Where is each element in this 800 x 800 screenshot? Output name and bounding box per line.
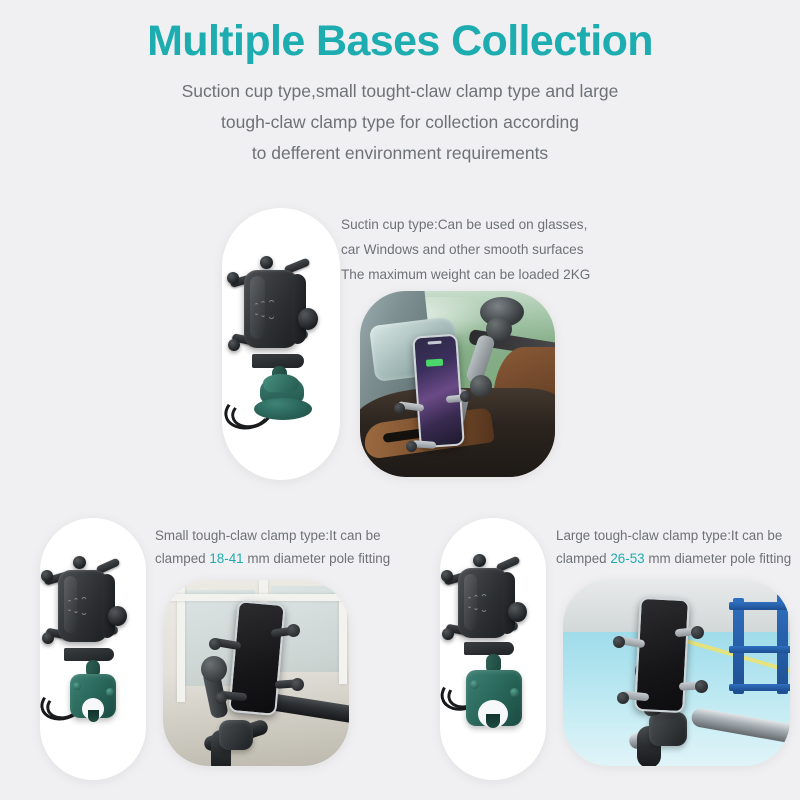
small-clamp-caption-line-2: clamped 18-41 mm diameter pole fitting bbox=[155, 547, 405, 570]
suction-caption-line-3: The maximum weight can be loaded 2KG bbox=[341, 267, 591, 282]
pivot-knob bbox=[108, 606, 127, 626]
mount-foot bbox=[64, 648, 114, 661]
suction-cup-base bbox=[254, 398, 312, 420]
claw-jaw-slot bbox=[88, 710, 99, 722]
large-clamp-caption-post: mm diameter pole fitting bbox=[644, 551, 792, 566]
warehouse-scene bbox=[563, 580, 790, 766]
grip-tip-bottom bbox=[406, 441, 417, 452]
rack-post-right bbox=[777, 594, 788, 694]
grip-tip-lower-left bbox=[215, 692, 227, 704]
pivot-knob bbox=[298, 308, 318, 330]
suction-product-card bbox=[222, 208, 340, 480]
grip-tip-upper-right bbox=[260, 256, 273, 269]
small-clamp-scene-photo bbox=[163, 580, 349, 766]
mount-foot bbox=[464, 642, 514, 655]
claw-bolt-left bbox=[470, 680, 479, 689]
large-clamp-range-value: 26-53 bbox=[610, 551, 645, 566]
grip-tip-left bbox=[394, 403, 405, 414]
grip-tip-lower-left bbox=[442, 628, 454, 640]
phone-notch bbox=[427, 340, 442, 345]
large-clamp-caption-line-1: Large tough-claw clamp type:It can be bbox=[556, 528, 783, 543]
small-clamp-caption: Small tough-claw clamp type:It can be cl… bbox=[155, 524, 405, 570]
grip-tip-right bbox=[460, 391, 471, 402]
small-clamp-caption-pre: clamped bbox=[155, 551, 210, 566]
wireless-charging-icon bbox=[467, 593, 488, 612]
grip-tip-upper-left bbox=[441, 570, 453, 582]
arm-ball-joint bbox=[470, 375, 492, 397]
large-clamp-caption-line-2: clamped 26-53 mm diameter pole fitting bbox=[556, 547, 796, 570]
subtitle-line-3: to defferent environment requirements bbox=[251, 143, 549, 164]
rail-vertical-right bbox=[339, 580, 347, 684]
grip-tip-upper-right bbox=[473, 554, 486, 567]
suction-caption: Suctin cup type:Can be used on glasses, … bbox=[341, 212, 611, 287]
large-clamp-caption: Large tough-claw clamp type:It can be cl… bbox=[556, 524, 796, 570]
grip-tip-upper-right bbox=[73, 556, 86, 569]
rack-beam-top bbox=[729, 602, 790, 610]
bicycle-scene bbox=[163, 580, 349, 766]
grip-tip-upper-right bbox=[691, 626, 704, 639]
claw-bolt-left bbox=[73, 682, 81, 690]
small-clamp-caption-line-1: Small tough-claw clamp type:It can be bbox=[155, 528, 381, 543]
suction-mount-illustration bbox=[222, 208, 340, 480]
mounted-phone bbox=[412, 333, 465, 449]
mount-neck bbox=[86, 660, 100, 678]
wireless-charging-icon bbox=[254, 299, 277, 319]
rack-beam-mid bbox=[729, 646, 790, 653]
rack-beam-bottom bbox=[729, 684, 790, 691]
small-clamp-caption-post: mm diameter pole fitting bbox=[243, 551, 391, 566]
arm-ball-joint bbox=[201, 656, 227, 682]
grip-tip-lower-right bbox=[695, 680, 708, 693]
header: Multiple Bases Collection Suction cup ty… bbox=[0, 0, 800, 169]
wireless-charging-icon bbox=[67, 596, 88, 615]
small-clamp-product-card bbox=[40, 518, 146, 780]
subtitle-line-1: Suction cup type,small tought-claw clamp… bbox=[181, 81, 619, 102]
suction-caption-line-2: car Windows and other smooth surfaces bbox=[341, 242, 584, 257]
large-clamp-scene-photo bbox=[563, 580, 790, 766]
grip-tip-lower-left bbox=[617, 692, 629, 704]
mount-neck bbox=[486, 654, 501, 674]
scene-claw-clamp bbox=[649, 712, 687, 746]
grip-tip-upper-left bbox=[613, 636, 625, 648]
large-clamp-mount-illustration bbox=[440, 518, 546, 780]
phone-battery-indicator bbox=[425, 358, 444, 367]
suction-scene-photo bbox=[360, 291, 555, 477]
grip-tip-lower-left bbox=[42, 632, 54, 644]
grip-tip-upper-left bbox=[41, 570, 53, 582]
grip-tip-upper-left bbox=[209, 638, 221, 650]
claw-jaw-slot bbox=[486, 714, 500, 728]
grip-tip-upper-right bbox=[287, 624, 300, 637]
grip-tip-upper-left bbox=[227, 272, 239, 284]
rail-horizontal-top bbox=[163, 594, 349, 601]
grip-tip-lower-left bbox=[228, 339, 240, 351]
suction-lever bbox=[263, 374, 299, 392]
scene-claw-clamp bbox=[219, 720, 253, 750]
claw-bolt-right bbox=[510, 688, 519, 697]
subtitle-line-2: tough-claw clamp type for collection acc… bbox=[221, 112, 579, 133]
car-interior-scene bbox=[360, 291, 555, 477]
claw-bolt-right bbox=[106, 688, 114, 696]
small-clamp-mount-illustration bbox=[40, 518, 146, 780]
grip-tip-lower-right bbox=[291, 678, 304, 691]
page-subtitle: Suction cup type,small tought-claw clamp… bbox=[90, 65, 710, 169]
large-clamp-product-card bbox=[440, 518, 546, 780]
rail-vertical-left bbox=[177, 582, 185, 702]
page-title: Multiple Bases Collection bbox=[147, 17, 653, 65]
large-clamp-caption-pre: clamped bbox=[556, 551, 611, 566]
mount-foot bbox=[252, 354, 304, 368]
suction-caption-line-1: Suctin cup type:Can be used on glasses, bbox=[341, 217, 588, 232]
small-clamp-range-value: 18-41 bbox=[209, 551, 244, 566]
pivot-knob bbox=[508, 602, 527, 622]
